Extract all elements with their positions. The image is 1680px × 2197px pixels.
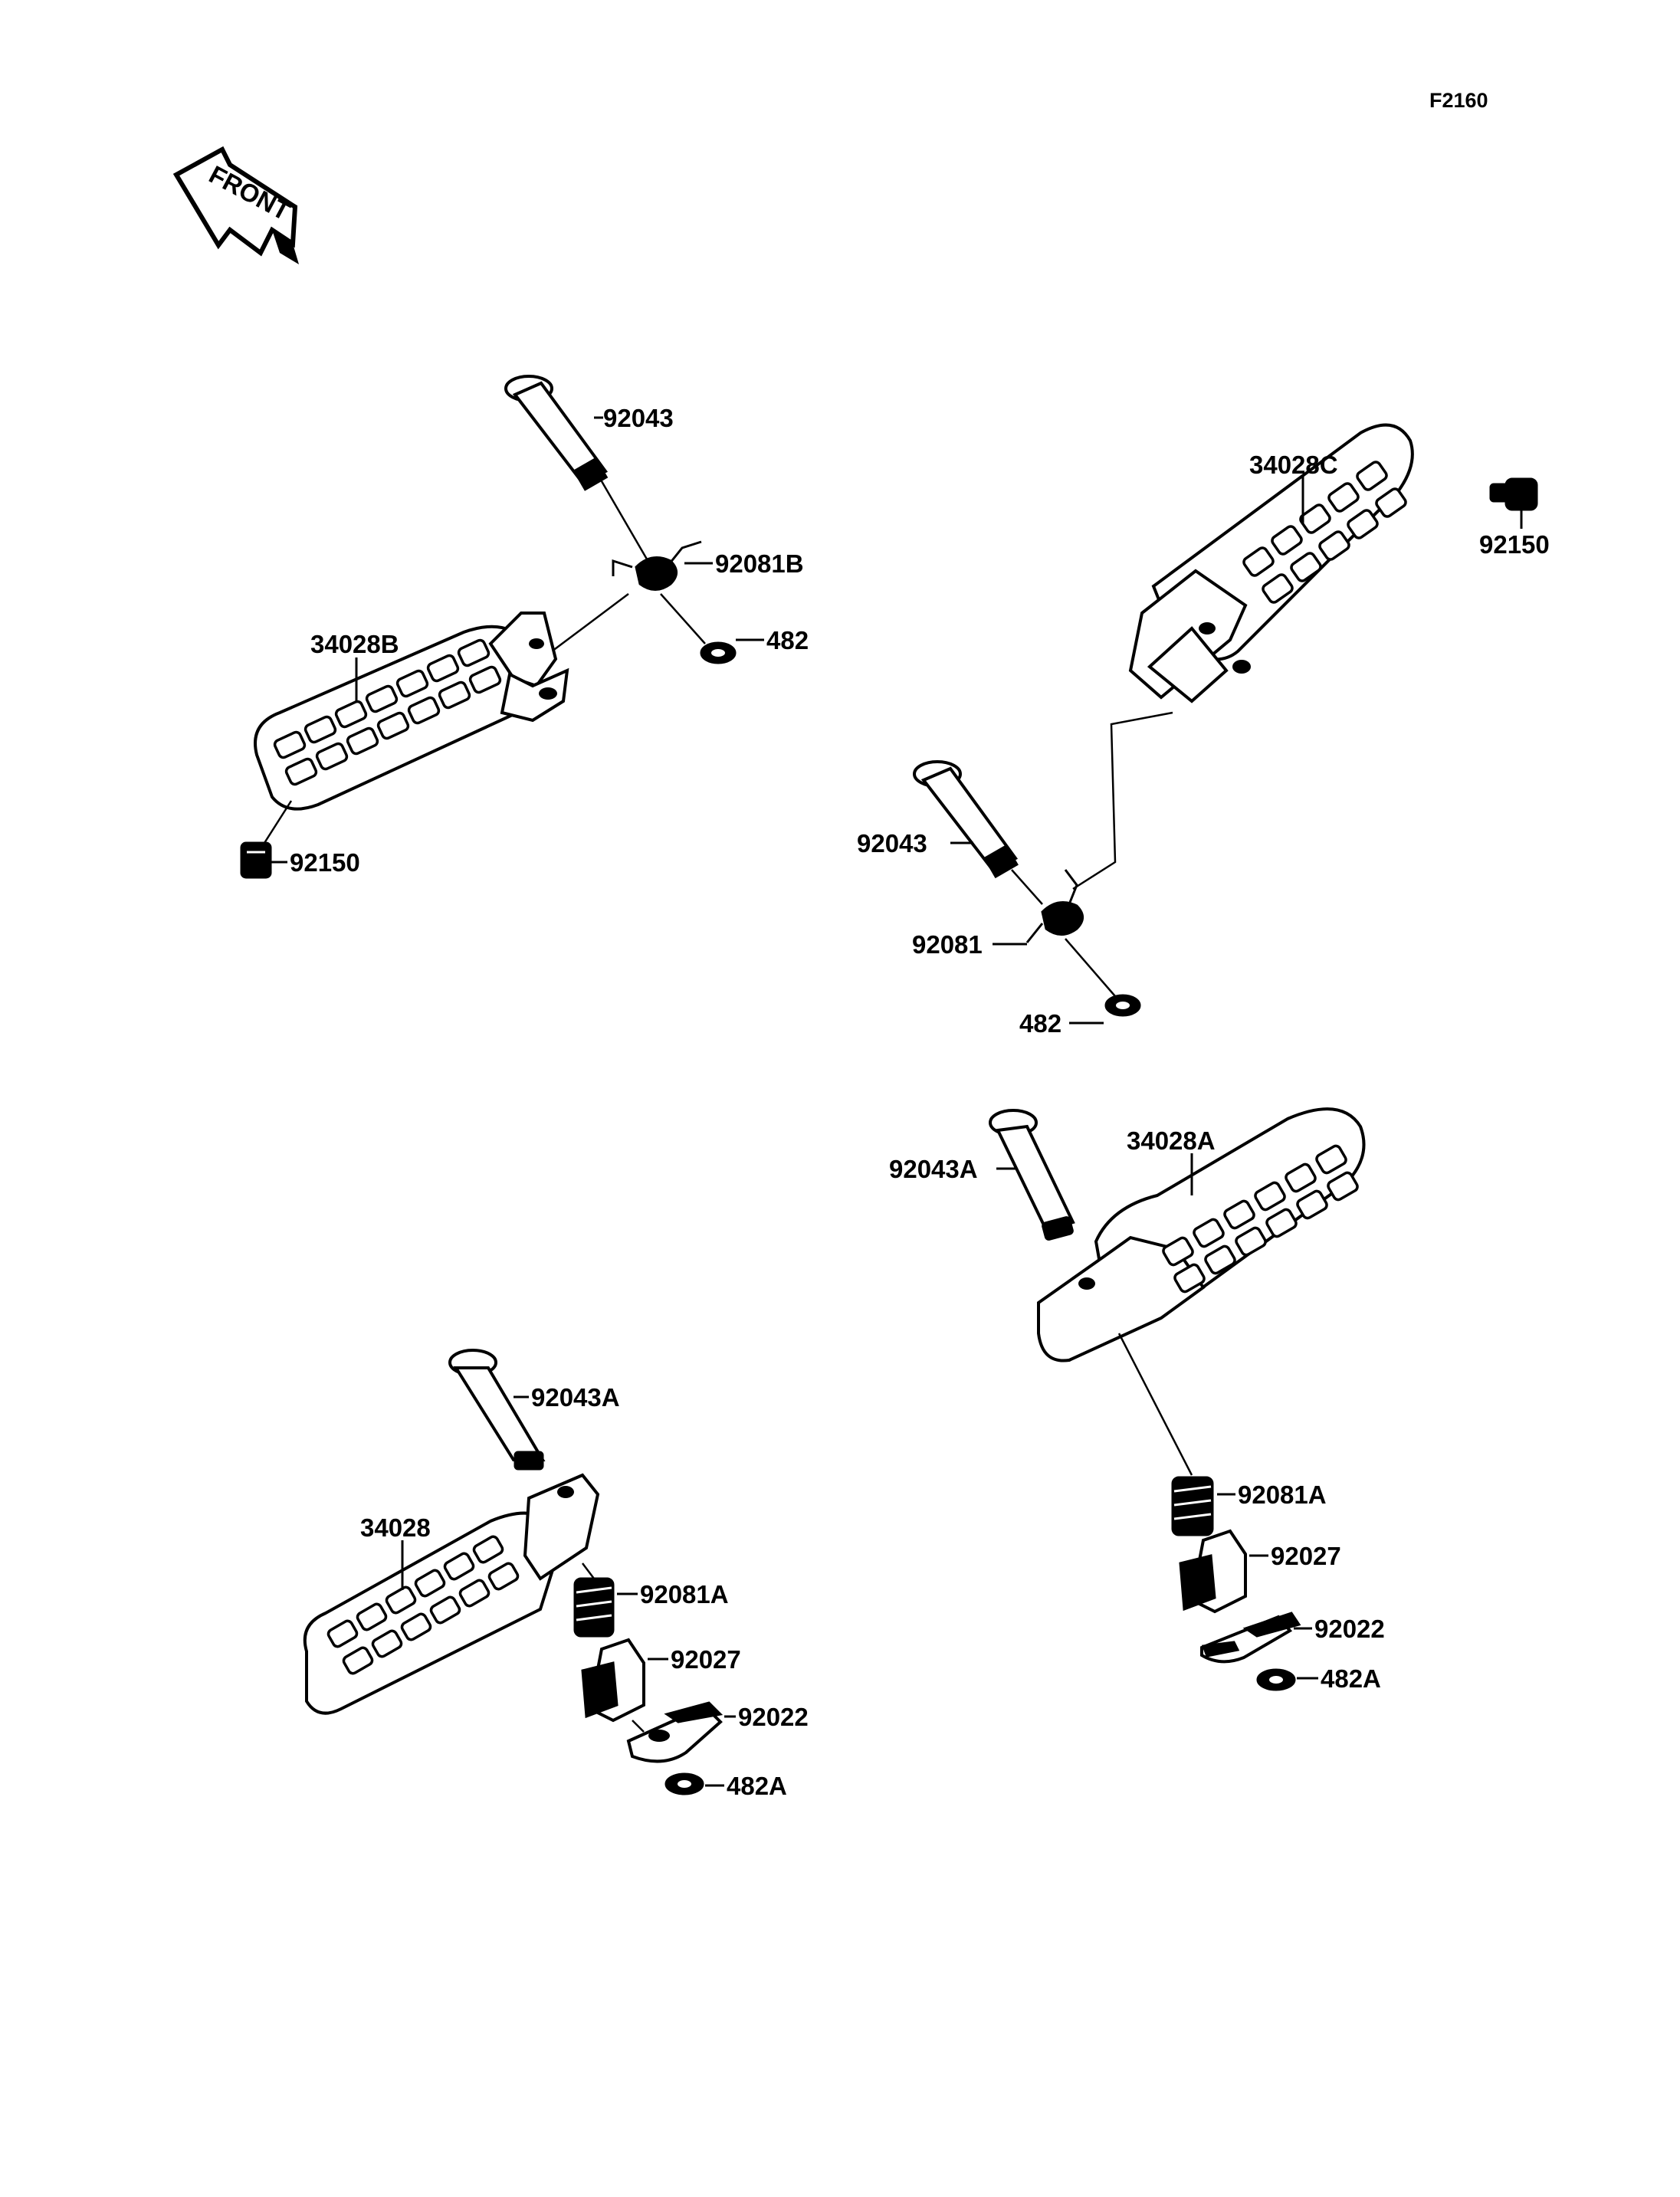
label-92043-rear-left: 92043 — [603, 404, 674, 432]
figure-code: F2160 — [1429, 89, 1488, 112]
label-92150-rear-right: 92150 — [1479, 530, 1550, 559]
front-right-footpeg — [1037, 1107, 1366, 1362]
rear-right-spring — [1025, 869, 1084, 943]
front-right-clip — [1256, 1668, 1296, 1691]
rear-right-clip — [1104, 994, 1141, 1017]
front-left-bushing — [581, 1638, 645, 1723]
front-left-plate — [626, 1701, 724, 1763]
rear-left-pin — [504, 375, 609, 491]
front-left-grip-pattern — [326, 1535, 520, 1675]
front-left-clip — [664, 1772, 704, 1795]
label-92043a-front-left: 92043A — [531, 1383, 620, 1412]
rear-right-bolt — [1489, 477, 1538, 511]
rear-left-footpeg — [254, 612, 569, 811]
label-92081a-front-left: 92081A — [640, 1580, 729, 1608]
rear-left-grip-pattern — [273, 638, 502, 786]
front-arrow-icon: FRONT — [172, 146, 299, 264]
rear-left-bolt — [240, 841, 272, 879]
label-92150-rear-left: 92150 — [290, 848, 360, 877]
label-92022-front-right: 92022 — [1314, 1615, 1385, 1643]
label-482-rear-left: 482 — [766, 626, 809, 654]
front-left-assembly: 92043A 34028 92081A 92027 92022 482A — [303, 1349, 809, 1800]
front-left-footpeg — [303, 1473, 600, 1715]
rear-right-grip-pattern — [1242, 461, 1407, 604]
label-482-rear-right: 482 — [1019, 1009, 1061, 1038]
label-92027-front-right: 92027 — [1271, 1542, 1341, 1570]
front-right-grip-pattern — [1162, 1144, 1359, 1294]
label-92043-rear-right: 92043 — [857, 829, 927, 857]
label-482a-front-left: 482A — [727, 1772, 787, 1800]
label-482a-front-right: 482A — [1321, 1664, 1381, 1693]
label-92022-front-left: 92022 — [738, 1703, 809, 1731]
label-92043a-front-right: 92043A — [889, 1155, 978, 1183]
rear-right-pin — [913, 760, 1019, 879]
label-34028a: 34028A — [1127, 1126, 1216, 1155]
label-92081a-front-right: 92081A — [1238, 1481, 1327, 1509]
label-92027-front-left: 92027 — [671, 1645, 741, 1674]
front-right-bushing — [1179, 1529, 1247, 1614]
label-92081: 92081 — [912, 930, 983, 959]
front-right-assembly: 92043A 34028A 92081A 92027 92022 482A — [889, 1107, 1385, 1693]
label-34028b: 34028B — [310, 630, 399, 658]
front-left-spring — [573, 1577, 615, 1638]
front-right-plate — [1200, 1612, 1301, 1664]
label-34028c: 34028C — [1249, 451, 1338, 479]
rear-left-spring — [612, 540, 702, 591]
rear-left-assembly: 92043 92081B 482 34028B 92150 — [240, 375, 809, 879]
rear-left-clip — [700, 641, 737, 664]
front-right-spring — [1171, 1476, 1214, 1536]
label-92081b: 92081B — [715, 549, 804, 578]
front-left-pin — [448, 1349, 546, 1471]
rear-right-footpeg — [1128, 423, 1414, 703]
front-right-pin — [989, 1109, 1075, 1241]
label-34028: 34028 — [360, 1513, 431, 1542]
rear-right-assembly: 34028C 92150 92043 92081 482 — [857, 423, 1550, 1038]
